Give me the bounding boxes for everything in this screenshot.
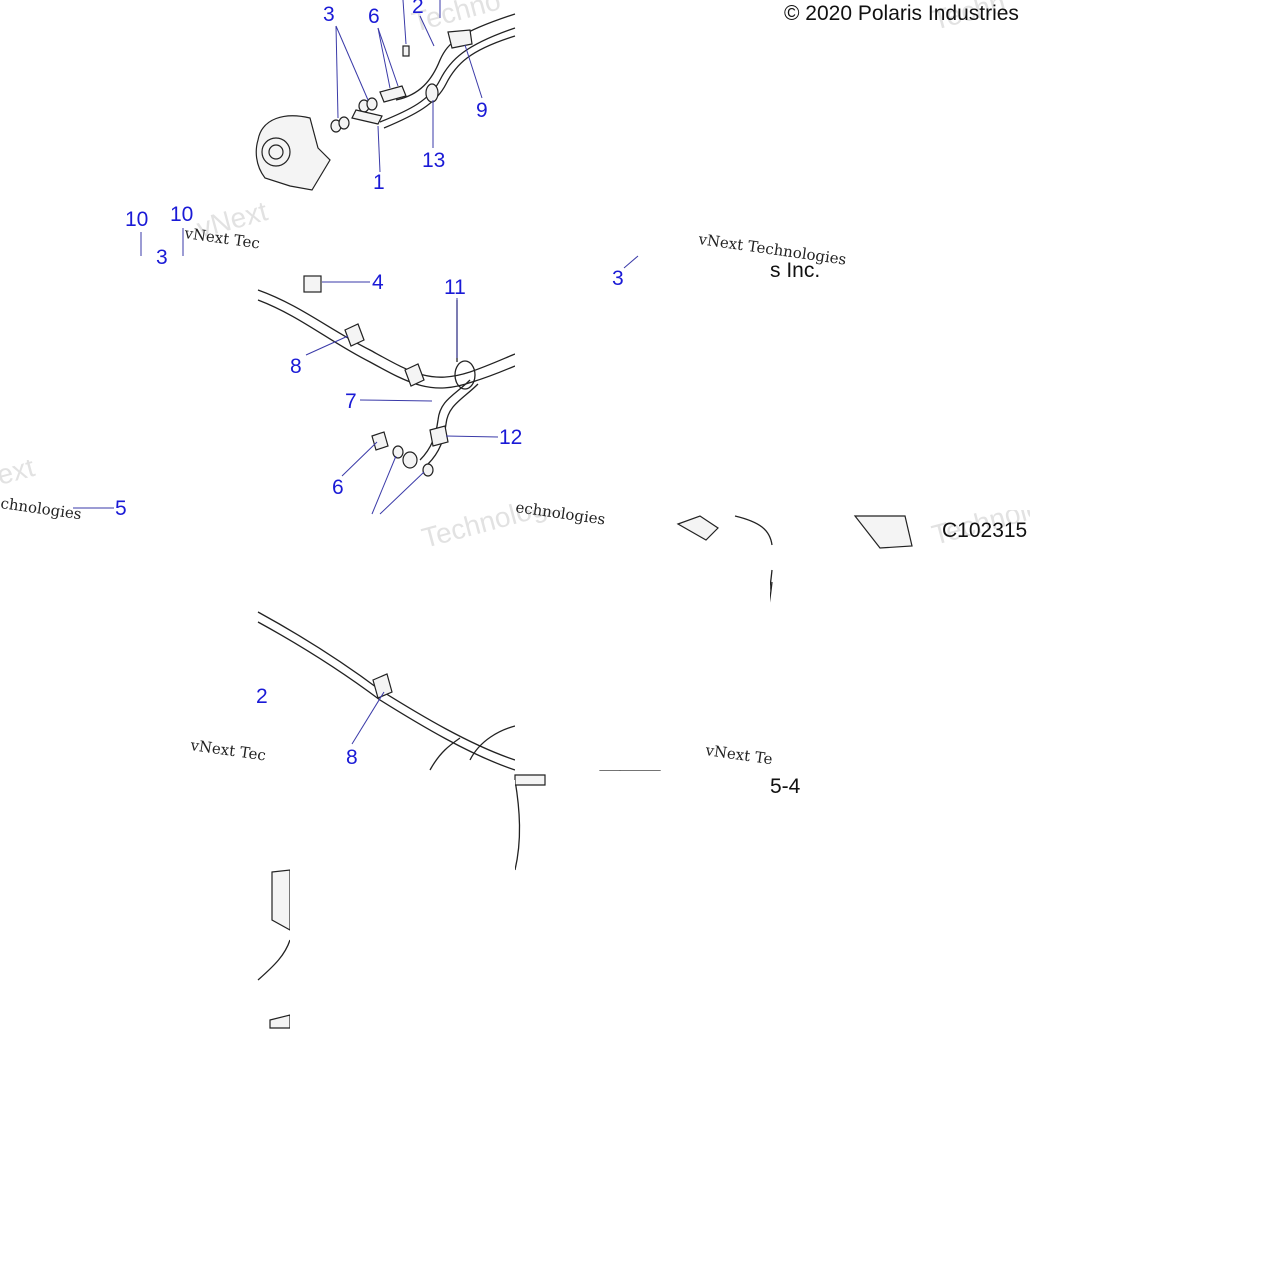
hose-mid-drop-2 — [427, 383, 479, 465]
callout-17: 3 — [612, 267, 624, 290]
clamp-mid-1 — [344, 323, 365, 347]
callout-7: 10 — [125, 208, 148, 231]
hose-bottom — [514, 779, 521, 871]
callout-14: 12 — [499, 426, 522, 449]
callout-10: 4 — [372, 271, 384, 294]
callout-2: 6 — [368, 5, 380, 28]
callout-16: 5 — [115, 497, 127, 520]
hose-top-3 — [395, 13, 516, 101]
callout-8: 10 — [170, 203, 193, 226]
banjo-top-1 — [351, 109, 383, 125]
hose-lower-2 — [257, 621, 516, 771]
callout-13: 7 — [345, 390, 357, 413]
callout-3: 2 — [412, 0, 424, 18]
clamp-mid-3 — [429, 425, 449, 447]
hose-mid-drop-1 — [419, 379, 471, 461]
clamp-top — [447, 29, 473, 49]
clamp-lower — [372, 673, 393, 699]
banjo-bolt-mid — [371, 431, 389, 451]
hose-top-2 — [383, 35, 516, 129]
callout-11: 11 — [444, 276, 466, 299]
banjo-bolt-top — [379, 85, 407, 103]
hose-right-top — [734, 515, 773, 546]
washer-mid-1 — [392, 445, 404, 459]
callout-1: 3 — [323, 3, 335, 26]
hose-lower-branch — [469, 725, 516, 761]
copyright-fragment: s Inc. — [770, 259, 820, 282]
leader-lines — [73, 0, 639, 745]
caliper-corner — [853, 515, 913, 549]
callout-19: 8 — [346, 746, 358, 769]
bracket-right — [676, 515, 719, 541]
callout-15: 6 — [332, 476, 344, 499]
grommet-top — [425, 83, 439, 103]
fitting-lower-mid — [514, 774, 546, 786]
callout-9: 3 — [156, 246, 168, 269]
hose-top-1 — [379, 27, 516, 123]
copyright-text: © 2020 Polaris Industries — [784, 2, 1019, 25]
banjo-mid — [402, 451, 418, 469]
hose-mid-1 — [257, 289, 516, 378]
hose-lower-end — [429, 737, 461, 771]
callout-6: 1 — [373, 171, 385, 194]
bleeder-top — [402, 45, 410, 57]
washer-top-4 — [366, 97, 378, 111]
washer-mid-2 — [422, 463, 434, 477]
diagram-code: C102315 — [942, 519, 1027, 542]
callout-12: 8 — [290, 355, 302, 378]
caliper-bottom — [271, 869, 291, 932]
clip-square — [303, 275, 322, 293]
hose-bottom-left — [257, 939, 291, 981]
top-assembly — [255, 0, 516, 191]
caliper-piston-inner-top — [268, 144, 284, 160]
callout-5: 13 — [422, 149, 445, 172]
page-fragment: 5-4 — [770, 775, 801, 798]
caliper-top — [255, 115, 331, 191]
callouts: 3 6 2 9 13 1 10 10 3 4 11 8 7 12 6 5 3 2… — [115, 0, 624, 769]
loop-mid — [454, 360, 476, 390]
hose-mid-2 — [257, 299, 516, 389]
callout-18: 2 — [256, 685, 268, 708]
clamp-mid-2 — [404, 363, 425, 387]
watermark-script-3: chnologies — [0, 494, 83, 523]
callout-4: 9 — [476, 99, 488, 122]
fitting-bottom — [269, 1014, 291, 1029]
washer-top-2 — [338, 116, 350, 130]
